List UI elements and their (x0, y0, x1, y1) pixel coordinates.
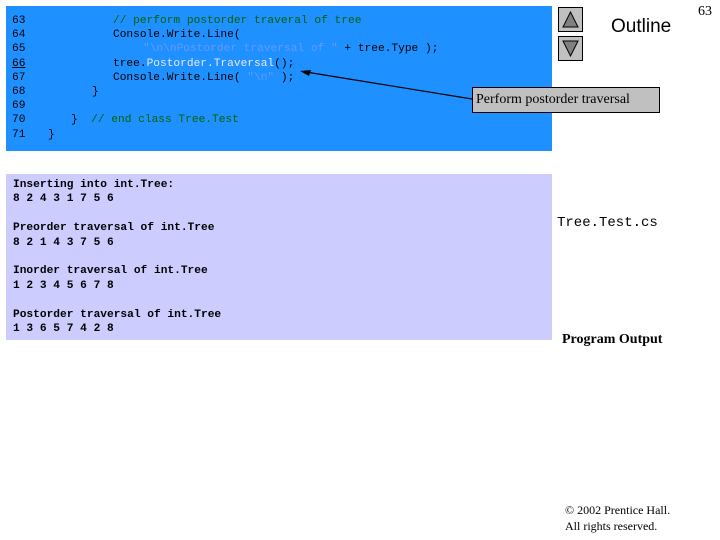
output-line: 1 3 6 5 7 4 2 8 (13, 323, 114, 335)
copyright-line-1: © 2002 Prentice Hall. (565, 503, 671, 517)
output-line: 8 2 4 3 1 7 5 6 (13, 193, 114, 206)
line-number: 68 (12, 86, 26, 98)
code-text: // perform postorder traveral of tree (113, 14, 361, 28)
code-token: tree. (113, 57, 147, 70)
code-comment: // perform postorder traveral of tree (113, 15, 362, 27)
code-text: } (92, 85, 99, 99)
output-line: 8 2 1 4 3 7 5 6 (13, 236, 114, 249)
code-line: 66 tree.Postorder.Traversal(); (6, 57, 552, 71)
output-line: Inserting into int.Tree: (13, 179, 175, 191)
code-text: } // end class Tree.Test (71, 113, 239, 127)
code-token: } (71, 114, 92, 127)
callout-box: Perform postorder traversal (472, 87, 660, 113)
code-line: 67 Console.Write.Line( "\n" ); (6, 71, 552, 85)
code-line: 71} (6, 128, 552, 142)
line-number: 71 (12, 128, 26, 141)
line-number: 63 (12, 15, 26, 27)
code-line: 70} // end class Tree.Test (6, 113, 552, 127)
code-line: 68} (6, 85, 552, 99)
output-line: 1 2 3 4 5 6 7 8 (13, 279, 114, 292)
output-line: Inorder traversal of int.Tree (13, 265, 208, 278)
code-token: Console.Write.Line( (113, 29, 241, 42)
line-number: 67 (12, 71, 26, 84)
copyright-notice: © 2002 Prentice Hall. All rights reserve… (565, 502, 670, 534)
code-string: "\n\nPostorder traversal of " (143, 43, 338, 56)
code-token: Console.Write.Line( (113, 71, 248, 84)
code-token: ); (274, 71, 295, 84)
output-panel: Inserting into int.Tree: 8 2 4 3 1 7 5 6 P… (6, 174, 552, 340)
code-text: Console.Write.Line( "\n" ); (113, 71, 294, 85)
line-number: 66 (12, 57, 26, 70)
code-string: "\n" (247, 71, 275, 84)
line-number: 70 (12, 114, 26, 127)
output-line: Postorder traversal of int.Tree (13, 308, 222, 321)
line-number: 64 (12, 29, 26, 42)
code-text: "\n\nPostorder traversal of " + tree.Typ… (143, 42, 438, 56)
code-token: } (48, 128, 55, 141)
previous-slide-button[interactable] (558, 7, 583, 32)
next-slide-button[interactable] (558, 36, 583, 61)
code-line: 64 Console.Write.Line( (6, 28, 552, 42)
code-token: (); (274, 57, 295, 70)
triangle-up-icon (562, 11, 579, 28)
code-comment: // end class Tree.Test (91, 114, 239, 127)
file-name-label: Tree.Test.cs (557, 215, 658, 231)
code-token: + tree.Type ); (337, 43, 439, 56)
code-text: } (48, 128, 55, 142)
triangle-down-icon (562, 40, 579, 57)
code-line: 69 (6, 99, 552, 113)
page-number: 63 (698, 4, 712, 19)
output-line: Preorder traversal of int.Tree (13, 222, 215, 235)
code-line: 65 "\n\nPostorder traversal of " + tree.T… (6, 42, 552, 56)
code-token: } (92, 86, 99, 98)
outline-title[interactable]: Outline (611, 16, 672, 37)
code-line: 63 // perform postorder traveral of tree (6, 14, 552, 28)
code-method: Postorder.Traversal (146, 57, 275, 70)
code-text: Console.Write.Line( (113, 28, 241, 42)
code-text: tree.Postorder.Traversal(); (113, 57, 294, 71)
line-number: 69 (12, 100, 26, 113)
program-output-label: Program Output (562, 332, 663, 347)
line-number: 65 (12, 43, 26, 56)
copyright-line-2: All rights reserved. (565, 519, 658, 533)
